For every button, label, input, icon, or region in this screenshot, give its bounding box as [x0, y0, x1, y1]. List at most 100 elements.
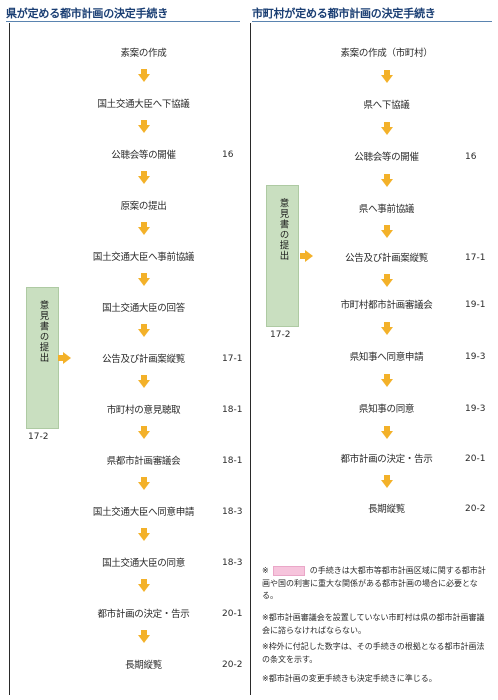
left-step-1: 素案の作成 — [73, 37, 214, 66]
right-step-4-label: 県へ事前協議 — [358, 203, 415, 215]
left-column-bracket — [9, 23, 10, 695]
right-step-7-article: 19-3 — [465, 352, 486, 362]
left-title-underline — [6, 21, 240, 22]
right-arrow-6 — [381, 322, 393, 335]
right-arrow-1 — [381, 70, 393, 83]
right-step-4: 県へ事前協議 — [317, 193, 456, 222]
right-opinion-article: 17-2 — [270, 330, 291, 340]
right-step-10: 長期縦覧 — [317, 493, 456, 522]
left-step-10-article: 18-3 — [222, 507, 243, 517]
right-step-2-label: 県へ下協議 — [363, 99, 410, 111]
left-arrow-5 — [138, 273, 150, 286]
right-column-bracket — [250, 23, 251, 695]
left-step-11: 国土交通大臣の同意 — [73, 547, 214, 576]
left-step-10: 国土交通大臣へ同意申請 — [73, 496, 214, 525]
left-step-4-label: 原案の提出 — [120, 200, 167, 212]
left-arrow-12 — [138, 630, 150, 643]
right-arrow-7 — [381, 374, 393, 387]
note-article-numbers: ※枠外に付記した数字は、その手続きの根拠となる都市計画法の条文を示す。 — [262, 642, 485, 664]
right-step-6: 市町村都市計画審議会 — [317, 289, 456, 318]
left-step-6-label: 国土交通大臣の回答 — [102, 302, 185, 314]
left-step-3-article: 16 — [222, 150, 234, 160]
right-step-2: 県へ下協議 — [317, 89, 456, 118]
left-step-3: 公聴会等の開催 — [73, 139, 214, 168]
note-council: ※都市計画審議会を設置していない市町村は県の都市計画審議会に諮らなければならない… — [262, 613, 485, 635]
left-step-4: 原案の提出 — [73, 190, 214, 219]
right-step-5: 公告及び計画案縦覧 — [317, 242, 456, 271]
left-step-11-article: 18-3 — [222, 558, 243, 568]
right-step-9-label: 都市計画の決定・告示 — [340, 453, 433, 465]
left-arrow-6 — [138, 324, 150, 337]
left-step-9-article: 18-1 — [222, 456, 243, 466]
right-arrow-3 — [381, 174, 393, 187]
left-opinion-label: 意見書の提出 — [37, 300, 49, 363]
left-step-10-label: 国土交通大臣へ同意申請 — [92, 506, 195, 518]
right-step-6-article: 19-1 — [465, 300, 486, 310]
right-step-1: 素案の作成（市町村） — [317, 37, 456, 66]
left-step-11-label: 国土交通大臣の同意 — [102, 557, 185, 569]
right-step-9: 都市計画の決定・告示 — [317, 443, 456, 472]
left-step-13: 長期縦覧 — [73, 649, 214, 678]
left-arrow-11 — [138, 579, 150, 592]
left-arrow-4 — [138, 222, 150, 235]
left-step-9-label: 県都市計画審議会 — [106, 455, 181, 467]
left-step-5-label: 国土交通大臣へ事前協議 — [92, 251, 195, 263]
right-opinion-label: 意見書の提出 — [277, 198, 289, 261]
right-title-underline — [252, 21, 492, 22]
left-step-13-label: 長期縦覧 — [125, 659, 162, 671]
left-arrow-2 — [138, 120, 150, 133]
right-step-1-label: 素案の作成（市町村） — [340, 47, 433, 59]
left-step-7-article: 17-1 — [222, 354, 243, 364]
left-step-9: 県都市計画審議会 — [73, 445, 214, 474]
right-step-8-label: 県知事の同意 — [358, 403, 415, 415]
right-arrow-9 — [381, 475, 393, 488]
right-step-10-article: 20-2 — [465, 504, 486, 514]
right-arrow-4 — [381, 225, 393, 238]
right-step-3-article: 16 — [465, 152, 477, 162]
right-step-6-label: 市町村都市計画審議会 — [340, 299, 433, 311]
note-pink-text: の手続きは大都市等都市計画区域に関する都市計画や国の利害に重大な関係がある都市計… — [262, 566, 486, 600]
left-arrow-9 — [138, 477, 150, 490]
left-arrow-3 — [138, 171, 150, 184]
left-arrow-1 — [138, 69, 150, 82]
left-opinion-arrow — [58, 352, 71, 364]
left-step-8-label: 市町村の意見聴取 — [106, 404, 181, 416]
right-step-3: 公聴会等の開催 — [317, 141, 456, 170]
right-step-9-article: 20-1 — [465, 454, 486, 464]
note-pink-prefix: ※ — [262, 566, 269, 575]
left-step-12-article: 20-1 — [222, 609, 243, 619]
pink-legend-swatch — [273, 565, 306, 576]
left-step-7-label: 公告及び計画案縦覧 — [102, 353, 185, 365]
right-step-8-article: 19-3 — [465, 404, 486, 414]
left-step-12-label: 都市計画の決定・告示 — [97, 608, 190, 620]
left-step-6: 国土交通大臣の回答 — [73, 292, 214, 321]
left-step-8: 市町村の意見聴取 — [73, 394, 214, 423]
right-step-5-label: 公告及び計画案縦覧 — [345, 252, 428, 264]
note-amendment: ※都市計画の変更手続きも決定手続きに準じる。 — [262, 674, 437, 683]
left-arrow-8 — [138, 426, 150, 439]
left-arrow-10 — [138, 528, 150, 541]
left-arrow-7 — [138, 375, 150, 388]
left-opinion-box: 意見書の提出 — [26, 287, 59, 429]
right-opinion-box: 意見書の提出 — [266, 185, 299, 327]
left-title: 県が定める都市計画の決定手続き — [6, 7, 168, 20]
right-step-5-article: 17-1 — [465, 253, 486, 263]
left-step-12: 都市計画の決定・告示 — [73, 598, 214, 627]
right-step-3-label: 公聴会等の開催 — [354, 151, 419, 163]
right-step-7: 県知事へ同意申請 — [317, 341, 456, 370]
right-arrow-2 — [381, 122, 393, 135]
left-step-3-label: 公聴会等の開催 — [111, 149, 176, 161]
right-title: 市町村が定める都市計画の決定手続き — [252, 7, 436, 20]
right-arrow-8 — [381, 426, 393, 439]
left-step-13-article: 20-2 — [222, 660, 243, 670]
left-step-2: 国土交通大臣へ下協議 — [73, 88, 214, 117]
right-arrow-5 — [381, 274, 393, 287]
right-opinion-arrow — [300, 250, 313, 262]
left-step-2-label: 国土交通大臣へ下協議 — [97, 98, 190, 110]
right-step-7-label: 県知事へ同意申請 — [349, 351, 424, 363]
left-step-1-label: 素案の作成 — [120, 47, 167, 59]
right-step-10-label: 長期縦覧 — [368, 503, 405, 515]
left-opinion-article: 17-2 — [28, 432, 49, 442]
right-step-8: 県知事の同意 — [317, 393, 456, 422]
left-step-7: 公告及び計画案縦覧 — [73, 343, 214, 372]
